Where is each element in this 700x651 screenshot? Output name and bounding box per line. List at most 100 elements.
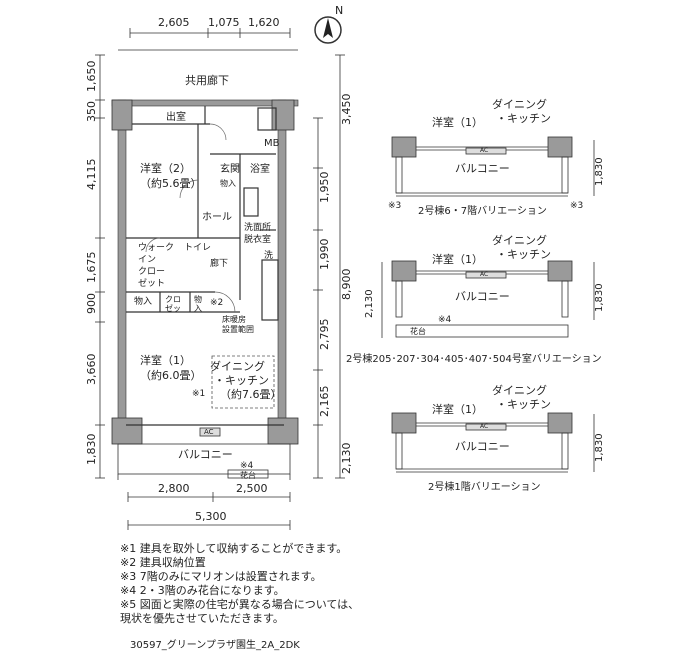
- var1-mark-right: ※3: [570, 201, 583, 211]
- interior-walls: [126, 106, 284, 426]
- var1-dining-2: ・キッチン: [496, 112, 551, 125]
- bed2-size: （約5.6畳）: [140, 176, 202, 190]
- var1-room: 洋室（1）: [432, 115, 483, 129]
- var2-kadai: 花台: [410, 326, 426, 336]
- dim-left-1: 1,650: [85, 61, 98, 93]
- var3-balcony: バルコニー: [455, 440, 510, 453]
- dim-top-3: 1,620: [248, 16, 280, 29]
- senta-label: 洗: [264, 249, 273, 261]
- bath-label: 浴室: [250, 162, 270, 175]
- note-1: ※1 建具を取外して収納することができます。: [120, 542, 348, 555]
- var2-mark: ※4: [438, 315, 452, 325]
- var2-dining-1: ダイニング: [492, 233, 547, 247]
- var2-dining-2: ・キッチン: [496, 248, 551, 261]
- var3-ac: AC: [480, 423, 488, 430]
- var3-dining-1: ダイニング: [492, 383, 547, 397]
- note-6: 現状を優先させていただきます。: [120, 612, 284, 625]
- note-4: ※4 2・3階のみ花台になります。: [120, 584, 285, 597]
- dining-label-1: ダイニング: [210, 359, 265, 373]
- variation-1-plan: [391, 136, 573, 197]
- closet-label-2: ゼッ: [165, 303, 181, 313]
- dim-top-1: 2,605: [158, 16, 190, 29]
- var1-ac: AC: [480, 147, 488, 154]
- dim-right-7: 2,130: [340, 443, 353, 475]
- footer-code: 30597_グリーンプラザ園生_2A_2DK: [130, 640, 300, 651]
- mark1-label: ※1: [192, 389, 205, 399]
- wash2-label: 脱衣室: [244, 233, 271, 245]
- dim-right-1: 3,450: [340, 94, 353, 126]
- storage-label: 物入: [134, 295, 152, 307]
- dim-right-2: 1,950: [318, 172, 331, 204]
- var3-caption: 2号棟1階バリエーション: [428, 480, 541, 493]
- dim-right-5: 2,795: [318, 319, 331, 351]
- hall-label: ホール: [202, 211, 232, 223]
- right-dimensions: [313, 54, 345, 479]
- walkin-label-1: ウォーク: [138, 242, 174, 253]
- dim-left-3: 4,115: [85, 159, 98, 191]
- storage3-label-2: 入: [194, 304, 202, 313]
- var3-dim: 1,830: [594, 433, 605, 462]
- rouka-label: 廊下: [210, 257, 228, 269]
- var1-dining-1: ダイニング: [492, 97, 547, 111]
- bed1-label: 洋室（1）: [140, 353, 191, 367]
- var3-dining-2: ・キッチン: [496, 398, 551, 411]
- var2-ac: AC: [480, 271, 488, 278]
- floor-heat-label-1: 床暖房: [222, 314, 246, 324]
- walkin-label-3: クロー: [138, 266, 165, 277]
- variation-2-plan: [391, 260, 573, 338]
- dim-right-6: 2,165: [318, 386, 331, 418]
- outer-walls: [111, 99, 299, 445]
- kadai-label: 花台: [240, 470, 256, 480]
- floor-heat-label-2: 設置範囲: [222, 324, 254, 334]
- dim-top-2: 1,075: [208, 16, 240, 29]
- dim-left-5: 900: [85, 293, 98, 314]
- corridor-label: 共用廊下: [185, 73, 229, 87]
- floor-heating-zone: [211, 355, 275, 409]
- dining-size: （約7.6畳）: [220, 387, 282, 401]
- var1-balcony: バルコニー: [455, 162, 510, 175]
- ac-label: AC: [204, 428, 214, 436]
- dim-left-2: 350: [85, 101, 98, 122]
- var2-room: 洋室（1）: [432, 252, 483, 266]
- storage3-label-1: 物: [194, 294, 202, 304]
- genkan-label: 玄関: [220, 162, 240, 175]
- var2-caption: 2号棟205･207･304･405･407･504号室バリエーション: [346, 352, 602, 365]
- storage-top-label: 出室: [166, 110, 186, 123]
- toilet-label: トイレ: [184, 243, 211, 253]
- var2-dim-left: 2,130: [364, 289, 375, 318]
- var3-room: 洋室（1）: [432, 402, 483, 416]
- dim-right-4: 8,900: [340, 269, 353, 301]
- note-2: ※2 建具収納位置: [120, 556, 206, 569]
- note-5: ※5 図面と実際の住宅が異なる場合については、: [120, 598, 360, 611]
- mb-label: MB: [264, 138, 280, 149]
- left-dimensions: [95, 54, 105, 479]
- kutsu-label: 物入: [220, 178, 236, 188]
- var1-mark-left: ※3: [388, 201, 401, 211]
- dining-label-2: ・キッチン: [214, 374, 269, 387]
- dim-left-4: 1,675: [85, 252, 98, 284]
- note-3: ※3 7階のみにマリオンは設置されます。: [120, 570, 322, 583]
- var1-caption: 2号棟6・7階バリエーション: [418, 204, 547, 217]
- bottom-dimensions: [127, 492, 291, 530]
- variation-3-plan: [391, 412, 573, 473]
- walkin-label-4: ゼット: [138, 277, 165, 289]
- dim-right-3: 1,990: [318, 239, 331, 271]
- balcony-label: バルコニー: [178, 448, 233, 461]
- balcony: [117, 427, 291, 480]
- mark2-label: ※2: [210, 298, 223, 308]
- dim-left-6: 3,660: [85, 354, 98, 386]
- dim-bottom-1: 2,800: [158, 482, 190, 495]
- dim-bottom-total: 5,300: [195, 510, 227, 523]
- var2-balcony: バルコニー: [455, 290, 510, 303]
- dim-bottom-2: 2,500: [236, 482, 268, 495]
- var2-dim-right: 1,830: [594, 283, 605, 312]
- door-arcs: [145, 123, 236, 313]
- bed2-label: 洋室（2）: [140, 161, 191, 175]
- closet-label-1: クロ: [165, 295, 181, 304]
- walkin-label-2: イン: [138, 255, 156, 265]
- compass-icon: N: [314, 4, 343, 44]
- mark4-label: ※4: [240, 461, 254, 471]
- var1-dim: 1,830: [594, 157, 605, 186]
- bed1-size: （約6.0畳）: [140, 368, 202, 382]
